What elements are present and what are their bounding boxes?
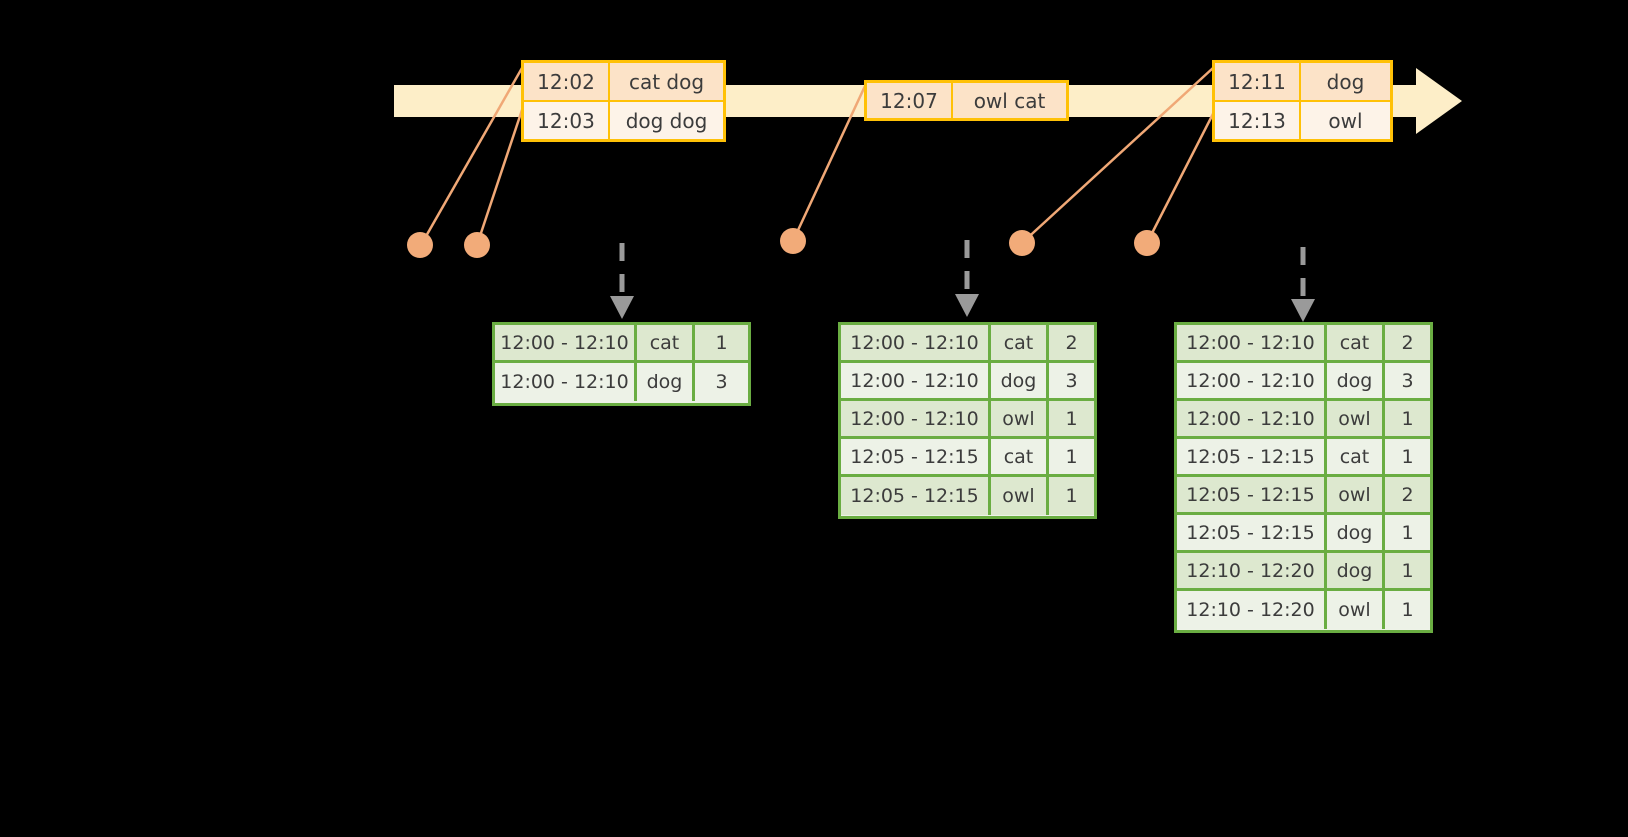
event-words: owl — [1328, 108, 1363, 133]
event-row[interactable]: 12:03 dog dog — [524, 102, 723, 139]
event-time: 12:03 — [524, 102, 610, 139]
table-row[interactable]: 12:05 - 12:15 owl 2 — [1177, 477, 1430, 515]
cell-word: dog — [637, 363, 695, 401]
cell-word: cat — [1327, 325, 1385, 360]
cell-count: 3 — [1401, 369, 1414, 392]
cell-word: owl — [1327, 477, 1385, 512]
cell-window: 12:00 - 12:10 — [841, 363, 991, 398]
emit-arrowheads — [610, 294, 1315, 322]
cell-word: dog — [991, 363, 1049, 398]
event-time: 12:13 — [1215, 102, 1301, 139]
connector-line-2 — [475, 106, 525, 246]
cell-count: 2 — [1401, 483, 1414, 506]
event-words: cat dog — [628, 69, 705, 94]
cell-word: owl — [1327, 401, 1385, 436]
event-time: 12:02 — [524, 63, 610, 100]
emit-arrowhead-3 — [1291, 299, 1315, 322]
cell-count: 1 — [1401, 599, 1414, 621]
cell-word: dog — [1327, 363, 1385, 398]
table-row[interactable]: 12:05 - 12:15 cat 1 — [1177, 439, 1430, 477]
cell-word: owl — [991, 401, 1049, 436]
result-table-3[interactable]: 12:00 - 12:10 cat 2 12:00 - 12:10 dog 3 … — [1174, 322, 1433, 633]
emit-arrowhead-2 — [955, 294, 979, 317]
cell-word: owl — [991, 477, 1049, 515]
result-table-1[interactable]: 12:00 - 12:10 cat 1 12:00 - 12:10 dog 3 — [492, 322, 751, 406]
event-markers — [407, 228, 1160, 258]
cell-count: 1 — [1065, 485, 1078, 507]
cell-count: 1 — [1401, 521, 1414, 544]
table-row[interactable]: 12:05 - 12:15 cat 1 — [841, 439, 1094, 477]
cell-window: 12:05 - 12:15 — [1177, 515, 1327, 550]
event-words: dog — [1326, 69, 1365, 94]
table-row[interactable]: 12:00 - 12:10 cat 2 — [1177, 325, 1430, 363]
event-time: 12:07 — [867, 83, 953, 118]
cell-count: 2 — [1401, 331, 1414, 354]
cell-word: dog — [1327, 515, 1385, 550]
cell-window: 12:00 - 12:10 — [1177, 363, 1327, 398]
marker-dot-1 — [407, 232, 433, 258]
cell-window: 12:05 - 12:15 — [1177, 477, 1327, 512]
cell-window: 12:05 - 12:15 — [841, 477, 991, 515]
connector-line-5 — [1145, 107, 1218, 244]
cell-window: 12:05 - 12:15 — [841, 439, 991, 474]
table-row[interactable]: 12:00 - 12:10 dog 3 — [841, 363, 1094, 401]
cell-count: 1 — [715, 331, 728, 354]
marker-dot-3 — [780, 228, 806, 254]
event-row[interactable]: 12:11 dog — [1215, 63, 1390, 102]
table-row[interactable]: 12:10 - 12:20 dog 1 — [1177, 553, 1430, 591]
table-row[interactable]: 12:00 - 12:10 cat 2 — [841, 325, 1094, 363]
emit-arrowhead-1 — [610, 296, 634, 319]
table-row[interactable]: 12:00 - 12:10 dog 3 — [1177, 363, 1430, 401]
table-row[interactable]: 12:05 - 12:15 dog 1 — [1177, 515, 1430, 553]
marker-dot-2 — [464, 232, 490, 258]
cell-window: 12:00 - 12:10 — [1177, 325, 1327, 360]
cell-word: cat — [1327, 439, 1385, 474]
cell-window: 12:00 - 12:10 — [841, 401, 991, 436]
marker-dot-4 — [1009, 230, 1035, 256]
timeline-arrowhead — [1416, 68, 1462, 134]
table-row[interactable]: 12:05 - 12:15 owl 1 — [841, 477, 1094, 515]
cell-count: 1 — [1401, 445, 1414, 468]
cell-count: 1 — [1401, 407, 1414, 430]
cell-word: owl — [1327, 591, 1385, 629]
cell-window: 12:00 - 12:10 — [495, 325, 637, 360]
cell-count: 1 — [1065, 407, 1078, 430]
cell-word: cat — [991, 439, 1049, 474]
event-group-1[interactable]: 12:02 cat dog 12:03 dog dog — [521, 60, 726, 142]
event-row[interactable]: 12:13 owl — [1215, 102, 1390, 139]
event-row[interactable]: 12:07 owl cat — [867, 83, 1066, 118]
cell-count: 1 — [1065, 445, 1078, 468]
cell-window: 12:05 - 12:15 — [1177, 439, 1327, 474]
cell-window: 12:00 - 12:10 — [841, 325, 991, 360]
cell-word: cat — [991, 325, 1049, 360]
event-time: 12:11 — [1215, 63, 1301, 100]
cell-count: 3 — [715, 371, 728, 393]
event-words: dog dog — [625, 108, 708, 133]
result-table-2[interactable]: 12:00 - 12:10 cat 2 12:00 - 12:10 dog 3 … — [838, 322, 1097, 519]
emit-arrows — [619, 240, 1306, 300]
cell-window: 12:00 - 12:10 — [1177, 401, 1327, 436]
table-row[interactable]: 12:00 - 12:10 owl 1 — [1177, 401, 1430, 439]
event-row[interactable]: 12:02 cat dog — [524, 63, 723, 102]
cell-word: cat — [637, 325, 695, 360]
table-row[interactable]: 12:00 - 12:10 owl 1 — [841, 401, 1094, 439]
event-group-3[interactable]: 12:11 dog 12:13 owl — [1212, 60, 1393, 142]
table-row[interactable]: 12:00 - 12:10 dog 3 — [495, 363, 748, 401]
cell-window: 12:00 - 12:10 — [495, 363, 637, 401]
event-group-2[interactable]: 12:07 owl cat — [864, 80, 1069, 121]
table-row[interactable]: 12:10 - 12:20 owl 1 — [1177, 591, 1430, 629]
cell-count: 3 — [1065, 369, 1078, 392]
marker-dot-5 — [1134, 230, 1160, 256]
cell-word: dog — [1327, 553, 1385, 588]
cell-count: 1 — [1401, 559, 1414, 582]
cell-window: 12:10 - 12:20 — [1177, 553, 1327, 588]
event-words: owl cat — [973, 88, 1046, 113]
table-row[interactable]: 12:00 - 12:10 cat 1 — [495, 325, 748, 363]
cell-count: 2 — [1065, 331, 1078, 354]
cell-window: 12:10 - 12:20 — [1177, 591, 1327, 629]
